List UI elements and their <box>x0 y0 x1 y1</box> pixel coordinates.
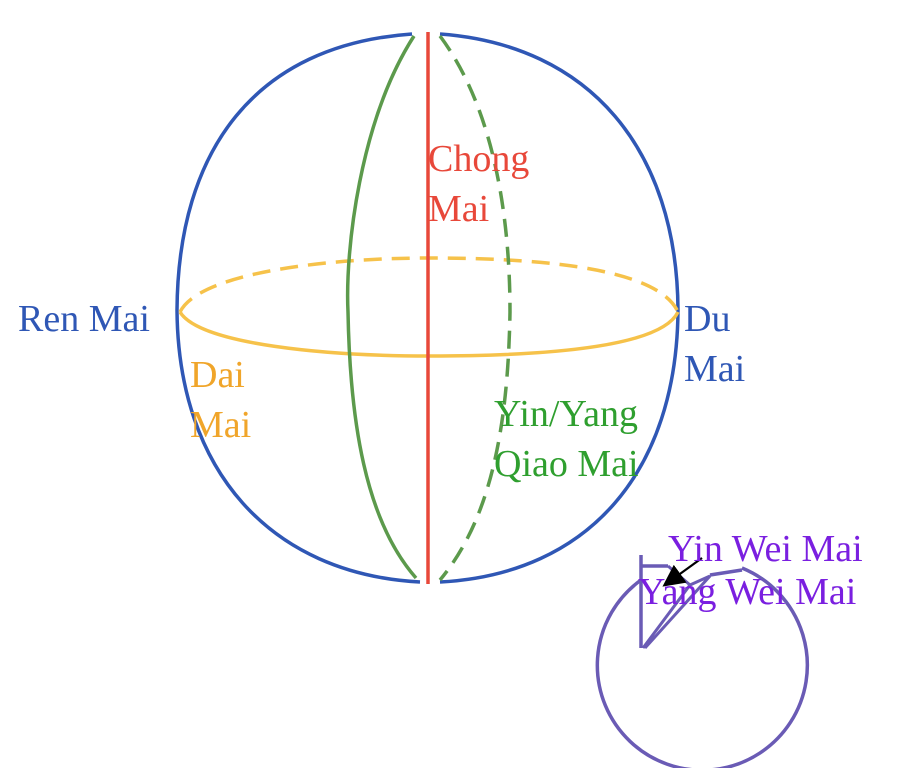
yang-wei-mai-label-text: Yang Wei Mai <box>638 571 857 613</box>
du-mai-label-line1: Du <box>684 298 731 340</box>
chong-mai-label: Chong Mai <box>428 134 568 234</box>
yang-wei-mai-label: Yang Wei Mai <box>638 567 856 617</box>
qiao-mai-label: Yin/Yang Qiao Mai <box>494 389 639 489</box>
chong-mai-label-line1: Chong <box>428 138 530 180</box>
yin-wei-mai-label: Yin Wei Mai <box>668 524 863 574</box>
qiao-mai-label-line1: Yin/Yang <box>494 393 638 435</box>
du-mai-label: Du Mai <box>684 294 794 394</box>
sphere-outline-du-ren <box>175 32 680 584</box>
ren-mai-label-text: Ren Mai <box>18 298 150 340</box>
chong-mai-label-line2: Mai <box>428 188 490 230</box>
qiao-mai-label-line2: Qiao Mai <box>494 443 639 485</box>
qiao-mai-dashed-arc <box>438 34 512 582</box>
dai-mai-label-line1: Dai <box>190 354 245 396</box>
dai-mai-back-arc <box>178 256 680 313</box>
dai-mai-label-line2: Mai <box>190 404 252 446</box>
qiao-mai-solid-arc <box>345 35 418 580</box>
du-mai-label-line2: Mai <box>684 348 746 390</box>
wei-mai-wedge-right <box>709 568 743 577</box>
dai-mai-front-arc <box>178 310 680 358</box>
yin-wei-arrow <box>662 557 703 587</box>
yin-wei-mai-label-text: Yin Wei Mai <box>668 528 863 570</box>
ren-mai-label: Ren Mai <box>18 294 150 344</box>
dai-mai-label: Dai Mai <box>190 350 300 450</box>
wei-mai-circle <box>595 566 810 768</box>
